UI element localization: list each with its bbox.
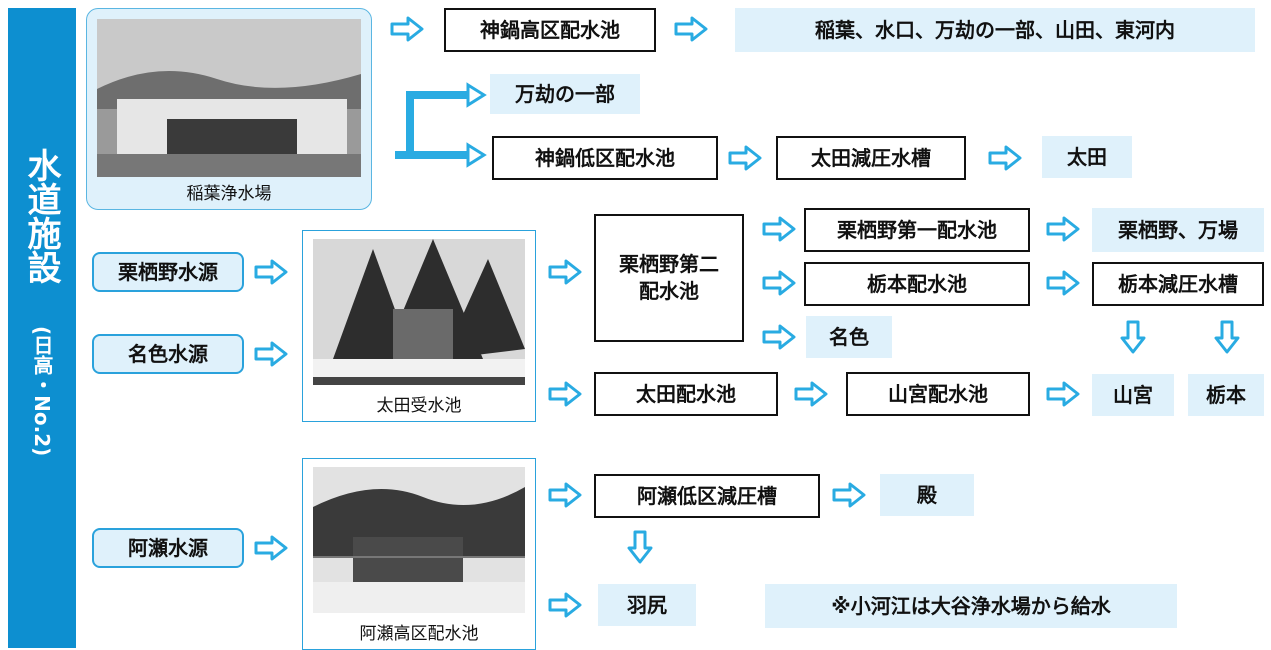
arrow-right-icon: [674, 16, 708, 42]
arrow-right-icon: [728, 145, 762, 171]
yamamiya-area: 山宮: [1092, 374, 1174, 416]
mango-part-area: 万劫の一部: [490, 74, 640, 114]
arrow-right-icon: [832, 482, 866, 508]
inaba-service-area: 稲葉、水口、万劫の一部、山田、東河内: [735, 8, 1255, 52]
arrow-right-icon: [762, 216, 796, 242]
tochimoto-pressure-tank: 栃本減圧水槽: [1092, 262, 1264, 306]
supply-note: ※小河江は大谷浄水場から給水: [765, 584, 1177, 628]
arrow-right-icon: [548, 482, 582, 508]
arrow-right-icon: [254, 341, 288, 367]
tochimoto-area: 栃本: [1188, 374, 1264, 416]
ase-source: 阿瀬水源: [92, 528, 244, 568]
sidebar-title-bar: 水道施設 (日高・No.2): [8, 8, 76, 648]
arrow-right-icon: [254, 535, 288, 561]
arrow-right-icon: [548, 381, 582, 407]
nairo-source: 名色水源: [92, 334, 244, 374]
arrow-right-icon: [390, 16, 424, 42]
kurisuno-source: 栗栖野水源: [92, 252, 244, 292]
ase-low-pressure-tank: 阿瀬低区減圧槽: [594, 474, 820, 518]
ota-reservoir: 太田配水池: [594, 372, 778, 416]
arrow-right-icon: [548, 592, 582, 618]
ase-high-caption: 阿瀬高区配水池: [359, 624, 479, 644]
inaba-plant-caption: 稲葉浄水場: [186, 184, 272, 204]
arrow-right-icon: [988, 145, 1022, 171]
arrow-down-icon: [627, 530, 653, 564]
ota-receiving-photo: [313, 239, 525, 385]
inaba-plant-photo: [97, 19, 361, 177]
ota-pressure-tank: 太田減圧水槽: [776, 136, 966, 180]
arrow-down-icon: [1120, 320, 1146, 354]
section-subtitle: (日高・No.2): [30, 326, 54, 457]
hajiri-area: 羽尻: [598, 584, 696, 626]
arrow-right-icon: [762, 324, 796, 350]
kurisuno-1-reservoir: 栗栖野第一配水池: [804, 208, 1030, 252]
arrow-right-icon: [762, 270, 796, 296]
kurisuno-manba-area: 栗栖野、万場: [1092, 208, 1264, 252]
ase-high-photo: [313, 467, 525, 613]
tono-area: 殿: [880, 474, 974, 516]
ase-high-card: 阿瀬高区配水池: [302, 458, 536, 650]
inaba-plant-card: 稲葉浄水場: [86, 8, 372, 210]
kurisuno-2-reservoir: 栗栖野第二 配水池: [594, 214, 744, 342]
ota-area: 太田: [1042, 136, 1132, 178]
section-title: 水道施設: [21, 148, 61, 284]
arrow-down-icon: [1214, 320, 1240, 354]
kannabe-low-reservoir: 神鍋低区配水池: [492, 136, 718, 180]
kannabe-high-reservoir: 神鍋高区配水池: [444, 8, 656, 52]
arrow-right-icon: [1046, 381, 1080, 407]
arrow-right-icon: [254, 259, 288, 285]
yamamiya-reservoir: 山宮配水池: [846, 372, 1030, 416]
tochimoto-reservoir: 栃本配水池: [804, 262, 1030, 306]
arrow-right-icon: [1046, 270, 1080, 296]
arrow-right-icon: [548, 259, 582, 285]
ota-receiving-caption: 太田受水池: [376, 396, 462, 416]
arrow-right-icon: [794, 381, 828, 407]
ota-receiving-card: 太田受水池: [302, 230, 536, 422]
arrow-right-icon: [1046, 216, 1080, 242]
nairo-area: 名色: [806, 316, 892, 358]
